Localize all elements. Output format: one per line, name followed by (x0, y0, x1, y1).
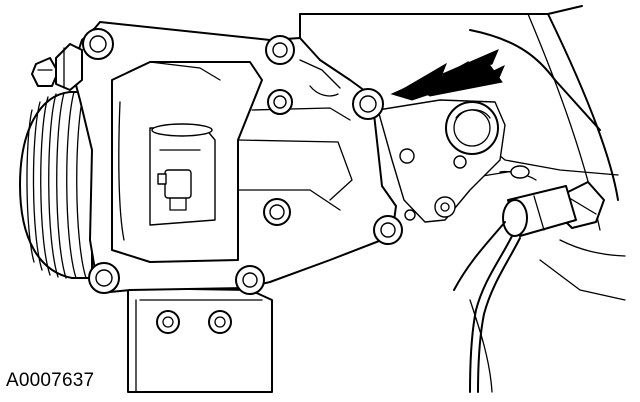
bolt-lower-right (373, 215, 403, 245)
sensor-assembly (453, 181, 605, 393)
pulley (19, 91, 93, 279)
double-arrow-icon (390, 49, 505, 101)
lower-bracket (127, 287, 273, 393)
bolt-bottom-center (235, 265, 265, 295)
main-housing (31, 21, 397, 293)
bolt-center (267, 89, 293, 115)
figure-id-label: A0007637 (6, 370, 95, 391)
bolt-lower-center (263, 198, 291, 226)
bolt-top-left (82, 28, 114, 60)
mounting-bolts (82, 28, 416, 295)
bolt-top-center (265, 35, 295, 65)
bolt-indicated (352, 88, 384, 120)
gasket-plate (377, 99, 537, 223)
bolt-bottom-left (88, 262, 120, 294)
